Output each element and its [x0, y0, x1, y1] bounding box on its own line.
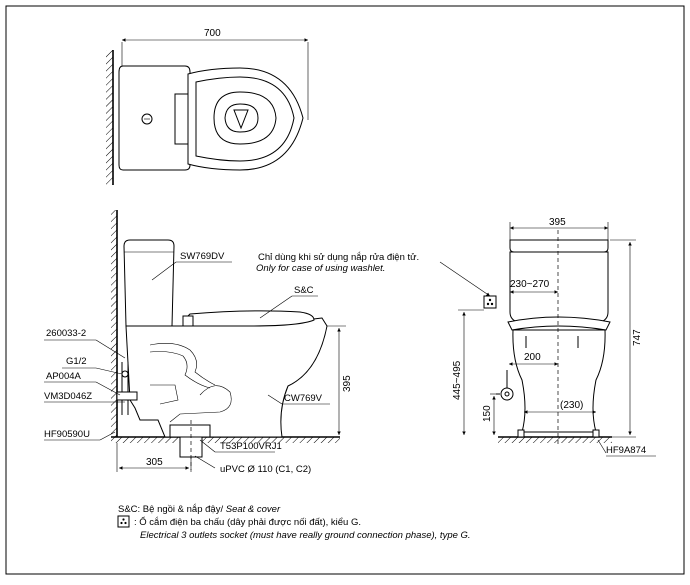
top-tank	[118, 65, 191, 171]
side-roughin-dim: 305	[146, 457, 163, 468]
label-tank: SW769DV	[180, 251, 225, 262]
side-wall-hatch	[111, 210, 117, 437]
side-trapway	[149, 343, 216, 386]
front-range-dim: 230~270	[510, 279, 550, 290]
front-view: 395 230~270 200 (230) 747 445~495 150	[256, 217, 656, 457]
legend-socket-vi: : Ổ cắm điện ba chấu (dây phải được nối …	[134, 516, 361, 528]
front-inlet-height-dim: 150	[482, 405, 493, 422]
front-inlet-valve	[500, 387, 514, 401]
legend-socket-icon	[117, 515, 130, 528]
front-inlet-offset-dim: 200	[524, 352, 541, 363]
top-wall-hatch	[106, 50, 113, 185]
label-g12: G1/2	[66, 356, 87, 367]
label-upvc: uPVC Ø 110 (C1, C2)	[220, 464, 311, 475]
side-outlet-pipe	[179, 436, 203, 458]
side-tank	[123, 239, 175, 327]
side-seat	[183, 310, 315, 327]
label-vm3d: VM3D046Z	[44, 391, 92, 402]
label-seat: S&C	[294, 285, 314, 296]
label-hf9a874: HF9A874	[606, 445, 646, 456]
label-ap004a: AP004A	[46, 371, 82, 382]
front-floor-hatch	[498, 437, 612, 443]
top-view: 700	[106, 28, 309, 185]
legend: S&C: Bệ ngồi & nắp đậy/ Seat & cover : Ổ…	[117, 504, 471, 541]
washlet-note-vi: Chỉ dùng khi sử dụng nắp rửa điện tử.	[258, 252, 419, 263]
top-seat-opening	[213, 91, 277, 145]
label-260033: 260033-2	[46, 328, 86, 339]
flush-button-icon	[141, 113, 153, 125]
socket-icon	[483, 295, 497, 309]
washlet-note-en: Only for case of using washlet.	[256, 263, 385, 274]
top-bowl	[187, 67, 304, 171]
legend-sc: S&C: Bệ ngồi & nắp đậy/ Seat & cover	[118, 504, 281, 515]
front-socket-dim: 445~495	[452, 360, 463, 400]
side-height-dim: 395	[342, 375, 353, 392]
front-bolt-dim: (230)	[560, 400, 583, 411]
front-width-dim: 395	[549, 217, 566, 228]
top-water-spot	[233, 109, 249, 130]
label-bowl: CW769V	[284, 393, 323, 404]
page-border	[5, 5, 685, 575]
side-bowl	[125, 317, 328, 438]
front-height-dim: 747	[632, 329, 643, 346]
side-floor-hatch	[111, 437, 340, 443]
label-hf90590u: HF90590U	[44, 429, 90, 440]
side-stop-valve	[116, 391, 138, 401]
top-width-dim: 700	[204, 28, 221, 39]
front-seat	[507, 316, 611, 331]
front-bowl	[512, 329, 606, 433]
label-t53: T53P100VRJ1	[220, 441, 282, 452]
legend-socket-en: Electrical 3 outlets socket (must have r…	[140, 530, 471, 541]
side-outlet-flange	[169, 424, 211, 438]
side-view: 395 305 SW769DV S&C CW769V 260033-2 G1/2…	[44, 210, 353, 475]
front-tank-lid	[509, 239, 609, 253]
